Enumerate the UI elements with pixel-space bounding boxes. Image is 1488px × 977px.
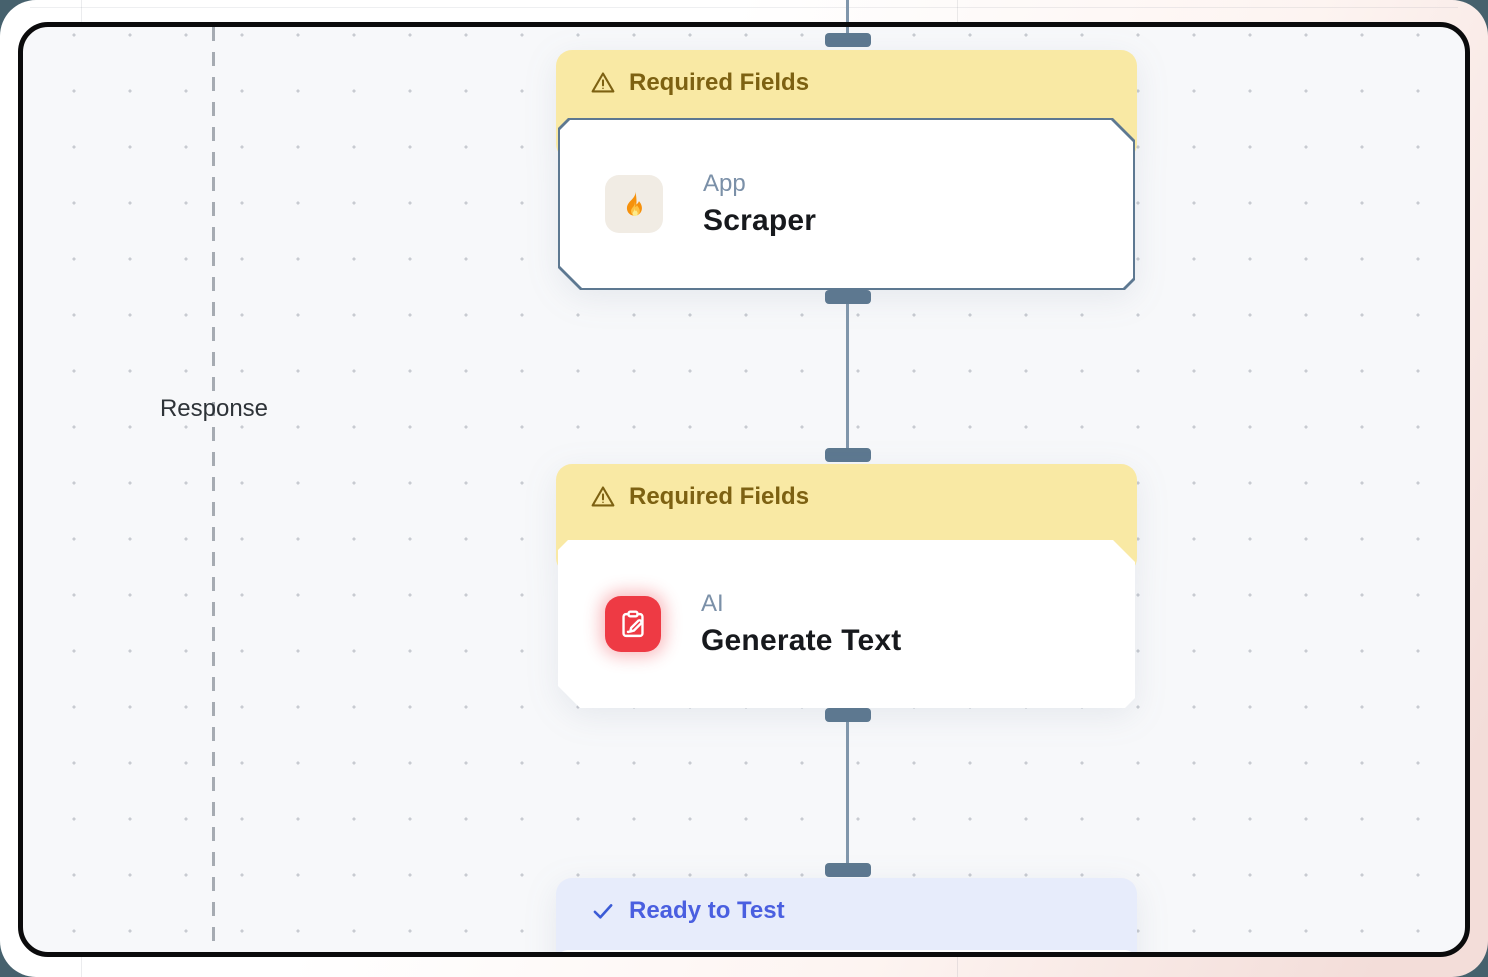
node-ready-to-test[interactable]: Ready to Test: [556, 878, 1137, 952]
fire-icon-glyph: [617, 187, 651, 221]
clipboard-pencil-icon-glyph: [617, 608, 649, 640]
node-generate-text[interactable]: Required Fields AI Generate Text: [556, 464, 1137, 709]
status-banner-label: Ready to Test: [629, 897, 785, 924]
connector-handle[interactable]: [825, 290, 871, 304]
check-icon: [593, 904, 613, 919]
node-card-generate-text[interactable]: AI Generate Text: [558, 540, 1135, 708]
status-banner-label: Required Fields: [629, 483, 810, 510]
response-label: Response: [159, 395, 269, 422]
warning-triangle-icon: [591, 486, 615, 507]
clipboard-pencil-icon: [605, 596, 661, 652]
connector-line: [846, 27, 849, 36]
connector-line: [846, 722, 849, 863]
warning-triangle-icon: [591, 72, 615, 93]
page-gridline: [30, 7, 1458, 8]
workflow-canvas[interactable]: Response Required Fields: [18, 22, 1470, 957]
fire-icon: [605, 175, 663, 233]
connector-handle[interactable]: [825, 448, 871, 462]
node-scraper[interactable]: Required Fields App Scraper: [556, 50, 1137, 290]
connector-line-incoming: [846, 0, 849, 25]
connector-handle[interactable]: [825, 708, 871, 722]
connector-handle[interactable]: [825, 33, 871, 47]
node-title: Generate Text: [701, 624, 902, 657]
node-category: App: [703, 170, 746, 197]
status-banner-ready-to-test: Ready to Test: [556, 878, 1137, 952]
status-banner-label: Required Fields: [629, 69, 810, 96]
response-boundary-line: [212, 27, 215, 952]
node-category: AI: [701, 590, 724, 617]
connector-handle[interactable]: [825, 863, 871, 877]
node-card-scraper[interactable]: App Scraper: [558, 118, 1135, 290]
connector-line: [846, 304, 849, 448]
node-card-partial[interactable]: [558, 950, 1135, 952]
node-title: Scraper: [703, 204, 817, 237]
